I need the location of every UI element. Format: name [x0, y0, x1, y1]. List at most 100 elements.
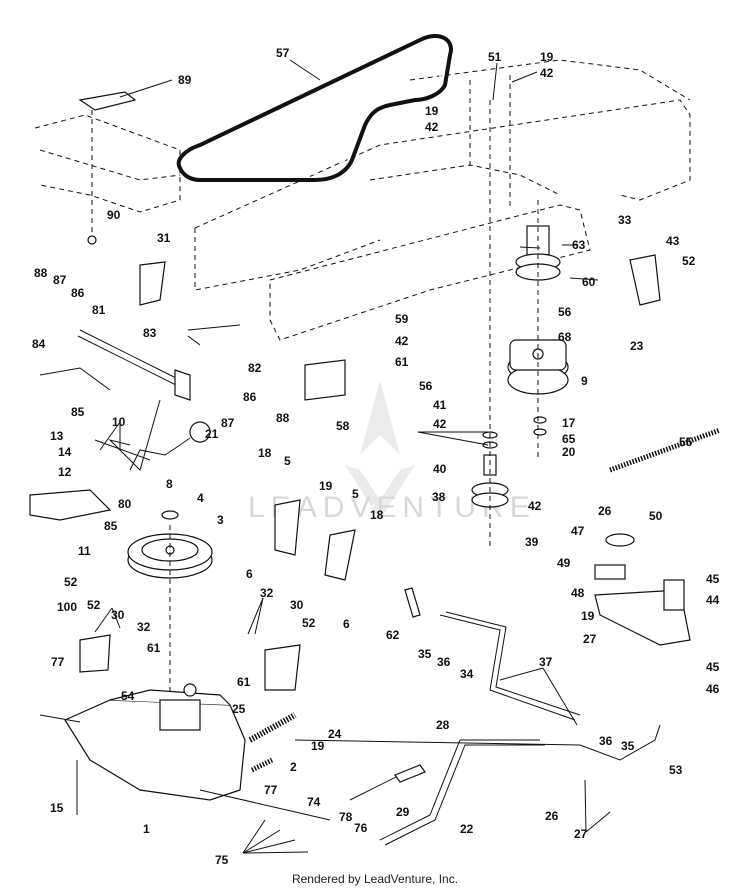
callout-90: 90	[107, 208, 121, 222]
callout-19: 19	[319, 479, 333, 493]
callout-53: 53	[669, 763, 683, 777]
callout-19: 19	[540, 50, 554, 64]
callout-8: 8	[166, 477, 173, 491]
callout-23: 23	[630, 339, 644, 353]
callout-3: 3	[217, 513, 224, 527]
callout-22: 22	[460, 822, 474, 836]
callout-32: 32	[137, 620, 151, 634]
callout-77: 77	[264, 783, 278, 797]
callout-30: 30	[111, 608, 125, 622]
tractor-frame	[34, 59, 691, 341]
idler-bracket-right	[324, 529, 356, 581]
callout-48: 48	[571, 586, 585, 600]
callout-61: 61	[237, 675, 251, 689]
callout-58: 58	[336, 419, 350, 433]
callout-17: 17	[562, 416, 576, 430]
callout-32: 32	[260, 586, 274, 600]
callout-35: 35	[418, 647, 432, 661]
watermark-logo	[345, 380, 415, 520]
callout-18: 18	[370, 508, 384, 522]
callout-12: 12	[58, 465, 72, 479]
callout-55: 55	[679, 435, 693, 449]
callout-14: 14	[58, 445, 72, 459]
callout-74: 74	[307, 795, 321, 809]
callout-52: 52	[302, 616, 316, 630]
callout-21: 21	[205, 427, 219, 441]
callout-27: 27	[583, 632, 597, 646]
spacer	[663, 579, 685, 611]
callout-52: 52	[682, 254, 696, 268]
callout-84: 84	[32, 337, 46, 351]
plate	[594, 564, 626, 580]
callout-labels: 57 8 9 90 51 19 42 19 42 31 6 3 33 43 52 2…	[32, 46, 720, 867]
heat-shield	[304, 359, 346, 401]
callout-31: 31	[157, 231, 171, 245]
callout-25: 25	[232, 702, 246, 716]
lift-linkage	[29, 329, 211, 521]
callout-87: 87	[53, 273, 67, 287]
callout-86: 86	[71, 286, 85, 300]
callout-85: 85	[104, 519, 118, 533]
callout-60: 60	[582, 275, 596, 289]
tension-spring	[609, 427, 721, 473]
idler-bracket-left	[274, 499, 301, 556]
deflector	[139, 261, 166, 306]
callout-36: 36	[437, 655, 451, 669]
callout-44: 44	[706, 593, 720, 607]
callout-46: 46	[706, 682, 720, 696]
pulley-stack	[469, 75, 569, 550]
callout-35: 35	[621, 739, 635, 753]
callout-9: 9	[581, 374, 588, 388]
callout-51: 51	[488, 50, 502, 64]
callout-62: 62	[386, 628, 400, 642]
callout-20: 20	[562, 445, 576, 459]
callout-54: 54	[121, 689, 135, 703]
spring-25	[248, 712, 297, 743]
callout-82: 82	[248, 361, 262, 375]
callout-40: 40	[433, 462, 447, 476]
callout-56: 56	[558, 305, 572, 319]
control-rods	[294, 587, 661, 846]
pivot-bracket	[629, 254, 661, 306]
callout-29: 29	[396, 805, 410, 819]
callout-42: 42	[395, 334, 409, 348]
callout-33: 33	[618, 213, 632, 227]
callout-76: 76	[354, 821, 368, 835]
callout-37: 37	[539, 655, 553, 669]
callout-45: 45	[706, 572, 720, 586]
callout-52: 52	[64, 575, 78, 589]
transaxle	[39, 683, 331, 821]
callout-15: 15	[50, 801, 64, 815]
callout-77: 77	[51, 655, 65, 669]
callout-42: 42	[425, 120, 439, 134]
callout-19: 19	[581, 609, 595, 623]
callout-57: 57	[276, 46, 290, 60]
callout-80: 80	[118, 497, 132, 511]
leader-lines	[94, 59, 611, 854]
callout-24: 24	[328, 727, 342, 741]
callout-10: 10	[112, 415, 126, 429]
callout-36: 36	[599, 734, 613, 748]
callout-65: 65	[562, 432, 576, 446]
callout-68: 68	[558, 330, 572, 344]
callout-43: 43	[666, 234, 680, 248]
callout-87: 87	[221, 416, 235, 430]
callout-42: 42	[528, 499, 542, 513]
callout-26: 26	[598, 504, 612, 518]
idler-pulley	[605, 533, 635, 547]
callout-18: 18	[258, 446, 272, 460]
callout-5: 5	[352, 487, 359, 501]
callout-100: 100	[57, 600, 77, 614]
callout-75: 75	[215, 853, 229, 867]
callout-61: 61	[395, 355, 409, 369]
callout-4: 4	[197, 491, 204, 505]
callout-81: 81	[92, 303, 106, 317]
callout-85: 85	[71, 405, 85, 419]
callout-47: 47	[571, 524, 585, 538]
callout-28: 28	[436, 718, 450, 732]
callout-6: 6	[343, 617, 350, 631]
callout-19: 19	[425, 104, 439, 118]
callout-5: 5	[284, 454, 291, 468]
callout-86: 86	[243, 390, 257, 404]
callout-42: 42	[433, 417, 447, 431]
